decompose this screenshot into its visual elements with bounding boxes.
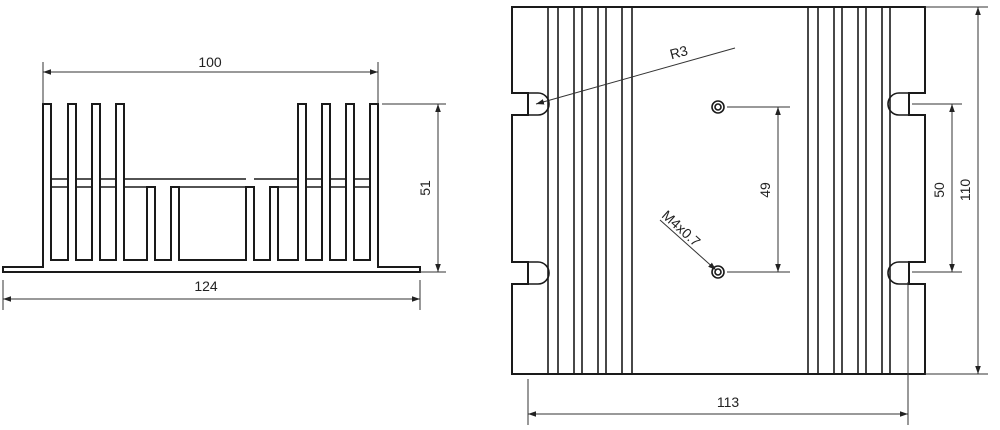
mounting-hole-top [711, 100, 725, 114]
heatsink-center-web [51, 178, 370, 188]
mounting-hole-bottom-inner [714, 268, 722, 276]
slot-radius-label: R3 [668, 42, 690, 62]
dimension-slot-spacing: 50 [931, 104, 955, 272]
dimension-width-label: 113 [717, 394, 740, 410]
top-view: R3 M4x0.7 49 50 110 113 [511, 6, 988, 425]
fin-lines [547, 7, 891, 374]
dimension-fin-height: 51 [417, 104, 441, 272]
mounting-holes [711, 100, 725, 279]
dimension-top-width-label: 100 [198, 54, 222, 70]
heatsink-profile-outline [2, 103, 421, 273]
mounting-slot-1 [528, 92, 550, 116]
thread-label: M4x0.7 [659, 207, 704, 250]
dimension-hole-spacing-label: 49 [757, 182, 773, 198]
dimension-top-width: 100 [43, 54, 378, 75]
dimension-hole-spacing: 49 [757, 107, 781, 272]
top-extension-lines [527, 6, 988, 425]
front-view: 100 51 124 [2, 54, 446, 310]
slot-radius-callout: R3 [535, 42, 736, 105]
dimension-height-label: 110 [957, 179, 973, 202]
dimension-slot-spacing-label: 50 [931, 182, 947, 198]
mounting-slot-3 [887, 92, 909, 116]
front-extension-lines [2, 62, 446, 310]
mounting-slot-4 [887, 261, 909, 285]
dimension-fin-height-label: 51 [417, 180, 433, 196]
dimension-width: 113 [528, 394, 908, 417]
mounting-hole-top-inner [714, 103, 722, 111]
thread-callout: M4x0.7 [659, 207, 717, 271]
mounting-slot-2 [528, 261, 550, 285]
dimension-base-width-label: 124 [194, 278, 218, 294]
dimension-base-width: 124 [3, 278, 420, 302]
dimension-height: 110 [957, 7, 981, 374]
mounting-hole-bottom [711, 265, 725, 279]
